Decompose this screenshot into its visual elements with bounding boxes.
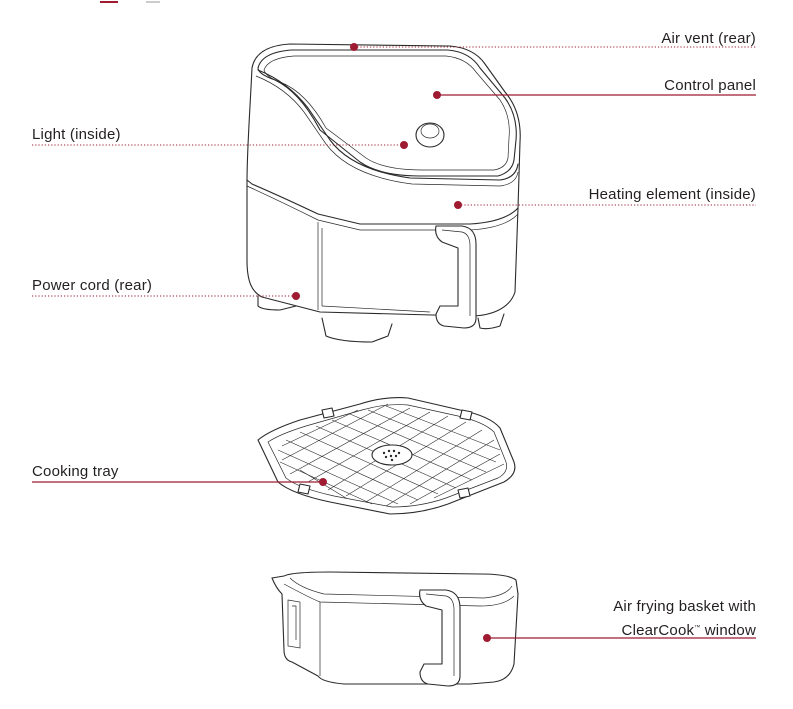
label-light: Light (inside)	[32, 126, 121, 143]
basket-rim-inner	[283, 583, 515, 607]
callout-dot-heating-element	[454, 201, 462, 209]
air-fryer-illustration	[246, 43, 521, 343]
label-air-vent: Air vent (rear)	[661, 30, 756, 47]
basket-side-vent-inner	[292, 605, 297, 640]
foot-left	[257, 295, 297, 311]
lid-rim	[257, 69, 519, 181]
callouts	[32, 43, 756, 642]
basket-handle	[435, 225, 477, 329]
basket-window-bottom	[321, 305, 431, 313]
label-cooking-tray: Cooking tray	[32, 463, 119, 480]
basket-handle	[419, 589, 461, 687]
label-power-cord: Power cord (rear)	[32, 277, 153, 294]
cooking-tray-illustration	[257, 397, 516, 515]
lid-rim-lower	[255, 75, 519, 187]
tray-center-holes	[382, 449, 401, 462]
tray-inner	[267, 404, 507, 508]
tray-tab	[457, 487, 471, 499]
callout-dot-light	[400, 141, 408, 149]
label-basket-clearcook: ClearCook	[621, 622, 695, 639]
label-basket-line2: ClearCook™ window	[622, 619, 756, 640]
callout-dot-basket	[483, 634, 491, 642]
callout-dot-air-vent	[350, 43, 358, 51]
basket-handle-inner	[425, 593, 455, 676]
label-basket-window: window	[700, 622, 756, 639]
basket-illustration	[271, 571, 519, 687]
body-band-lower	[246, 185, 519, 231]
tray-grid	[277, 403, 505, 507]
tray-tab	[321, 407, 335, 419]
body-band	[246, 179, 519, 225]
unit-lid	[257, 49, 517, 177]
tray-tab	[459, 409, 473, 421]
callout-dot-control-panel	[433, 91, 441, 99]
label-basket-line1: Air frying basket with	[613, 598, 756, 615]
basket-rim	[289, 577, 513, 599]
label-control-panel: Control panel	[664, 77, 756, 94]
tray-tab	[297, 483, 311, 495]
tray-center-hub	[371, 444, 413, 466]
control-knob	[415, 122, 445, 148]
basket-side-vent	[287, 599, 301, 649]
foot-front	[321, 317, 393, 343]
handle-inner	[441, 229, 471, 316]
label-heating-element: Heating element (inside)	[588, 186, 756, 203]
callout-dot-power-cord	[292, 292, 300, 300]
callout-dot-cooking-tray	[319, 478, 327, 486]
foot-right	[477, 313, 505, 330]
basket-body	[271, 571, 519, 685]
trademark-symbol: ™	[694, 625, 701, 631]
knob-top	[420, 123, 440, 139]
lid-inner-outline	[263, 55, 510, 171]
